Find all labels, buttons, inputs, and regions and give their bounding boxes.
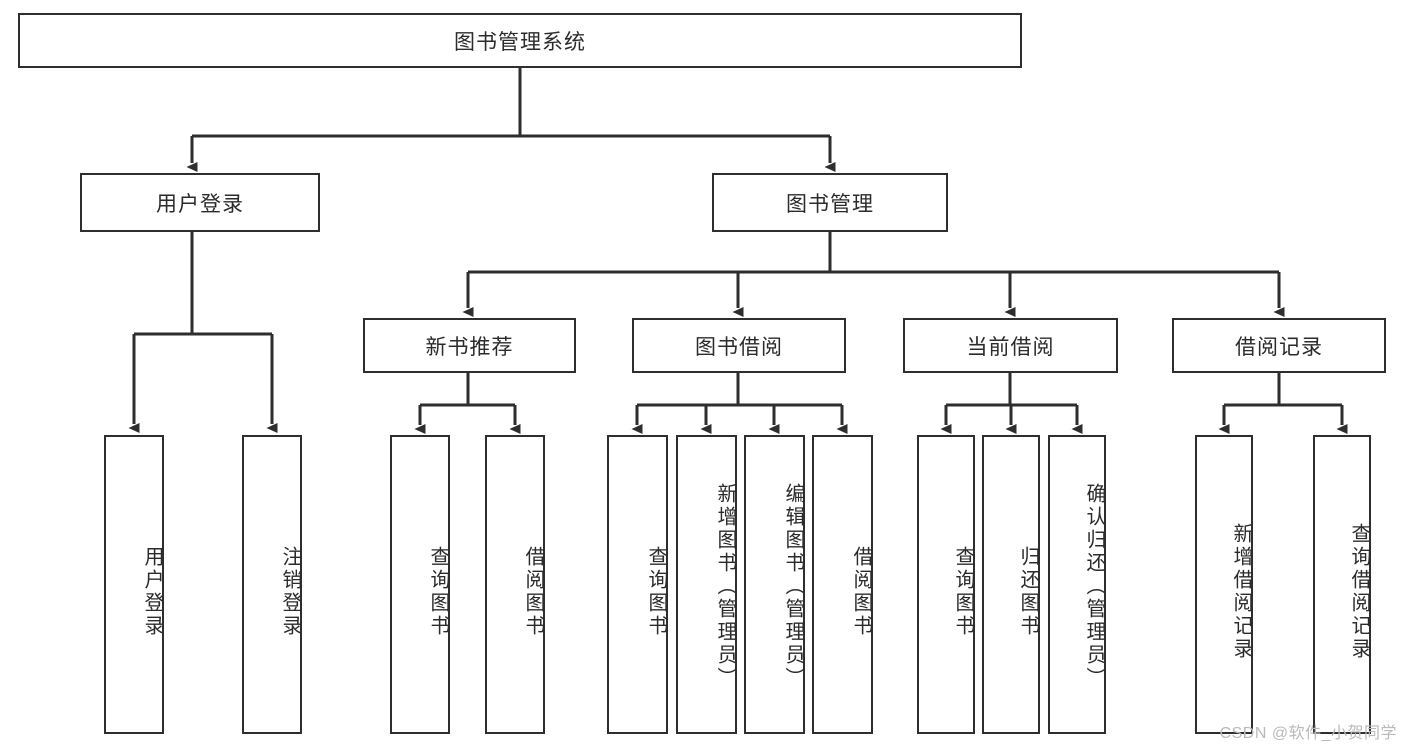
node-book-manage[interactable]: 图书管理 bbox=[712, 173, 948, 232]
node-root-label: 图书管理系统 bbox=[454, 30, 586, 54]
node-leaf-query-book-3-label: 查询图书 bbox=[952, 545, 974, 638]
node-leaf-add-record-label: 新增借阅记录 bbox=[1230, 522, 1252, 661]
node-leaf-add-book[interactable]: 新增图书（管理员） bbox=[676, 435, 737, 734]
node-leaf-user-login[interactable]: 用户登录 bbox=[104, 435, 164, 734]
node-borrow-record-label: 借阅记录 bbox=[1235, 335, 1323, 359]
node-current-borrow[interactable]: 当前借阅 bbox=[903, 318, 1118, 373]
node-leaf-query-book-3[interactable]: 查询图书 bbox=[917, 435, 975, 734]
node-leaf-query-book-2[interactable]: 查询图书 bbox=[607, 435, 668, 734]
node-leaf-edit-book[interactable]: 编辑图书（管理员） bbox=[744, 435, 805, 734]
node-leaf-query-record[interactable]: 查询借阅记录 bbox=[1313, 435, 1371, 734]
node-book-borrow-label: 图书借阅 bbox=[695, 335, 783, 359]
node-leaf-add-record[interactable]: 新增借阅记录 bbox=[1195, 435, 1253, 734]
node-user-login-label: 用户登录 bbox=[156, 192, 244, 216]
node-leaf-borrow-book-1[interactable]: 借阅图书 bbox=[485, 435, 545, 734]
node-leaf-return-book[interactable]: 归还图书 bbox=[982, 435, 1040, 734]
node-book-borrow[interactable]: 图书借阅 bbox=[632, 318, 846, 373]
node-borrow-record[interactable]: 借阅记录 bbox=[1172, 318, 1386, 373]
node-leaf-query-book-1[interactable]: 查询图书 bbox=[390, 435, 450, 734]
node-leaf-borrow-book-2-label: 借阅图书 bbox=[850, 545, 872, 638]
node-leaf-logout[interactable]: 注销登录 bbox=[242, 435, 302, 734]
node-leaf-borrow-book-1-label: 借阅图书 bbox=[522, 545, 544, 638]
node-new-book-recommend[interactable]: 新书推荐 bbox=[363, 318, 576, 373]
node-leaf-return-book-label: 归还图书 bbox=[1017, 545, 1039, 638]
node-leaf-confirm-return[interactable]: 确认归还（管理员） bbox=[1048, 435, 1106, 734]
node-leaf-borrow-book-2[interactable]: 借阅图书 bbox=[812, 435, 873, 734]
node-leaf-logout-label: 注销登录 bbox=[279, 545, 301, 638]
node-new-book-recommend-label: 新书推荐 bbox=[425, 335, 514, 359]
node-current-borrow-label: 当前借阅 bbox=[966, 335, 1055, 359]
node-root[interactable]: 图书管理系统 bbox=[18, 13, 1022, 68]
node-leaf-edit-book-label: 编辑图书（管理员） bbox=[782, 483, 804, 690]
csdn-watermark: CSDN @软件_小贺同学 bbox=[1219, 725, 1397, 742]
node-user-login[interactable]: 用户登录 bbox=[80, 173, 320, 232]
node-leaf-confirm-return-label: 确认归还（管理员） bbox=[1083, 483, 1105, 690]
node-book-manage-label: 图书管理 bbox=[786, 192, 874, 216]
node-leaf-user-login-label: 用户登录 bbox=[141, 545, 163, 638]
node-leaf-query-book-2-label: 查询图书 bbox=[645, 545, 667, 638]
node-leaf-query-record-label: 查询借阅记录 bbox=[1348, 522, 1370, 661]
node-leaf-add-book-label: 新增图书（管理员） bbox=[714, 483, 736, 690]
node-leaf-query-book-1-label: 查询图书 bbox=[427, 545, 449, 638]
